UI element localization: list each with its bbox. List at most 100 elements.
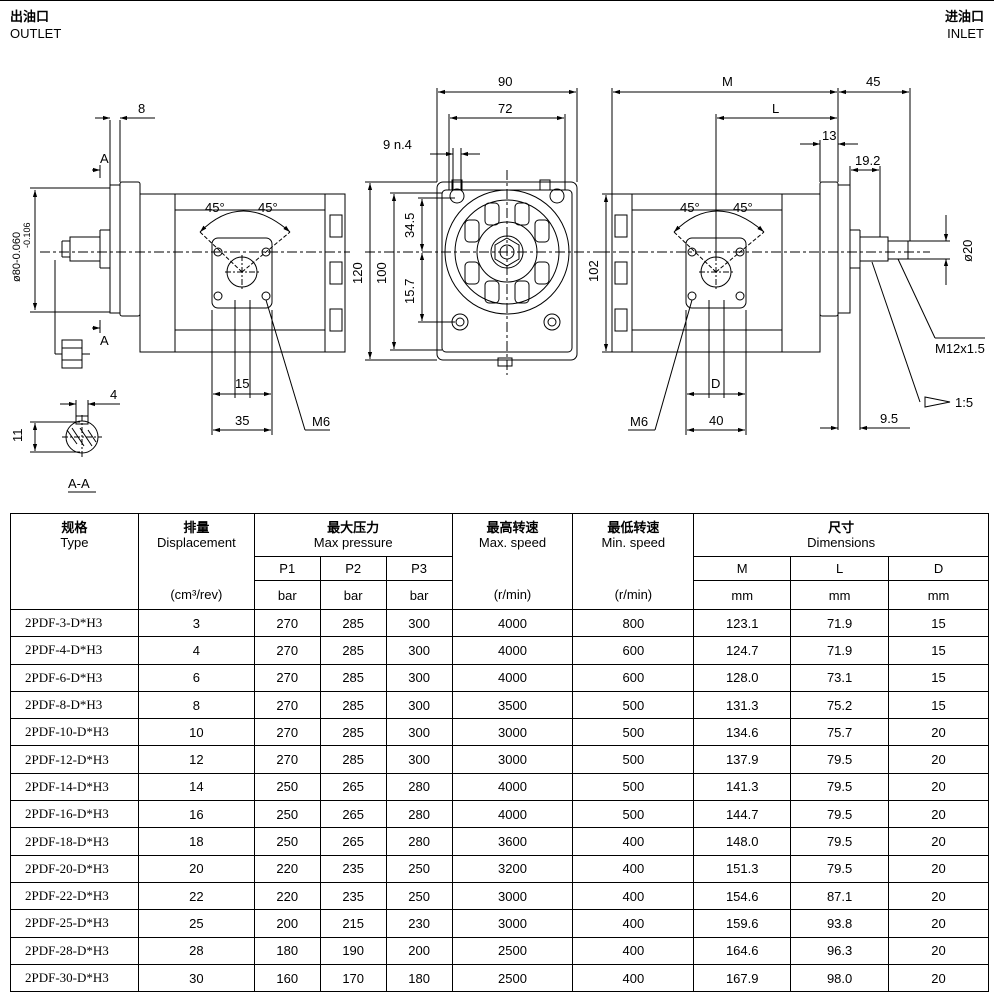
subhead-p2: P2 <box>319 556 387 581</box>
cell-p3: 280 <box>385 772 453 802</box>
cell-p1: 270 <box>253 636 321 665</box>
inlet-label-en: INLET <box>947 26 984 41</box>
cell-max-speed: 3000 <box>451 881 574 911</box>
unit-displacement: (cm³/rev) <box>137 580 255 610</box>
dim-9n4: 9 n.4 <box>383 137 412 152</box>
cell-d: 20 <box>888 963 989 993</box>
cell-max-speed: 3000 <box>451 745 574 774</box>
dim-90: 90 <box>498 74 512 89</box>
cell-d: 20 <box>888 909 989 938</box>
cell-max-speed: 4000 <box>451 608 574 638</box>
inlet-label: 进油口 INLET <box>945 8 984 42</box>
cell-l: 79.5 <box>790 800 890 829</box>
unit-l: mm <box>790 580 890 610</box>
cell-p2: 285 <box>319 745 387 774</box>
cell-p3: 280 <box>385 800 453 829</box>
cell-p2: 235 <box>319 881 387 911</box>
cell-p1: 270 <box>253 690 321 720</box>
cell-displacement: 4 <box>137 636 255 665</box>
cell-type: 2PDF-30-D*H3 <box>10 963 139 993</box>
dim-8: 8 <box>138 101 145 116</box>
cell-type: 2PDF-20-D*H3 <box>10 854 139 883</box>
dim-angle-right-1: 45° <box>680 200 700 215</box>
cell-p3: 300 <box>385 663 453 692</box>
cell-p3: 250 <box>385 854 453 883</box>
cell-d: 20 <box>888 881 989 911</box>
dim-phi80: ø80-0.060 <box>11 232 23 282</box>
dim-phi80-tol: -0.106 <box>22 222 32 248</box>
cell-p1: 270 <box>253 745 321 774</box>
cell-p3: 300 <box>385 690 453 720</box>
cell-m: 137.9 <box>693 745 792 774</box>
cell-type: 2PDF-22-D*H3 <box>10 881 139 911</box>
cell-l: 79.5 <box>790 827 890 856</box>
cell-p3: 250 <box>385 881 453 911</box>
outlet-label-en: OUTLET <box>10 26 62 41</box>
unit-p3: bar <box>385 580 453 610</box>
cell-type: 2PDF-18-D*H3 <box>10 827 139 856</box>
cell-max-speed: 2500 <box>451 936 574 965</box>
cell-l: 98.0 <box>790 963 890 993</box>
cell-m: 131.3 <box>693 690 792 720</box>
cell-p1: 270 <box>253 608 321 638</box>
cell-max-speed: 4000 <box>451 800 574 829</box>
cell-type: 2PDF-14-D*H3 <box>10 772 139 802</box>
subhead-empty <box>137 556 255 581</box>
cell-displacement: 22 <box>137 881 255 911</box>
cell-max-speed: 3600 <box>451 827 574 856</box>
cell-type: 2PDF-6-D*H3 <box>10 663 139 692</box>
cell-type: 2PDF-12-D*H3 <box>10 745 139 774</box>
top-rule <box>0 0 994 1</box>
cell-displacement: 10 <box>137 718 255 747</box>
dim-4: 4 <box>110 387 117 402</box>
cell-l: 71.9 <box>790 636 890 665</box>
cell-p1: 270 <box>253 663 321 692</box>
dim-72: 72 <box>498 101 512 116</box>
cell-displacement: 14 <box>137 772 255 802</box>
cell-min-speed: 400 <box>572 909 695 938</box>
dim-13: 13 <box>822 128 836 143</box>
cell-type: 2PDF-28-D*H3 <box>10 936 139 965</box>
cell-p1: 200 <box>253 909 321 938</box>
dim-35: 35 <box>235 413 249 428</box>
cell-l: 75.7 <box>790 718 890 747</box>
cell-displacement: 30 <box>137 963 255 993</box>
cell-p2: 190 <box>319 936 387 965</box>
cell-max-speed: 3200 <box>451 854 574 883</box>
cell-displacement: 25 <box>137 909 255 938</box>
cell-d: 20 <box>888 772 989 802</box>
subhead-empty <box>451 556 574 581</box>
cell-p3: 230 <box>385 909 453 938</box>
cell-p3: 300 <box>385 636 453 665</box>
cell-displacement: 12 <box>137 745 255 774</box>
cell-p2: 265 <box>319 827 387 856</box>
cell-min-speed: 400 <box>572 881 695 911</box>
right-side-view <box>600 88 985 435</box>
outlet-label-cn: 出油口 <box>10 9 50 24</box>
cell-min-speed: 500 <box>572 690 695 720</box>
cell-p1: 160 <box>253 963 321 993</box>
cell-m: 164.6 <box>693 936 792 965</box>
cell-min-speed: 500 <box>572 745 695 774</box>
unit-empty <box>10 580 139 610</box>
section-a-a <box>30 400 120 493</box>
section-label-a-a: A-A <box>68 476 90 491</box>
left-side-view <box>30 115 350 435</box>
subhead-l: L <box>790 556 890 581</box>
technical-drawing: 8 ø80-0.060 -0.106 A A 4 11 A-A 45° 45° … <box>10 74 985 493</box>
dim-d: D <box>711 376 720 391</box>
cell-min-speed: 400 <box>572 854 695 883</box>
cell-d: 15 <box>888 636 989 665</box>
